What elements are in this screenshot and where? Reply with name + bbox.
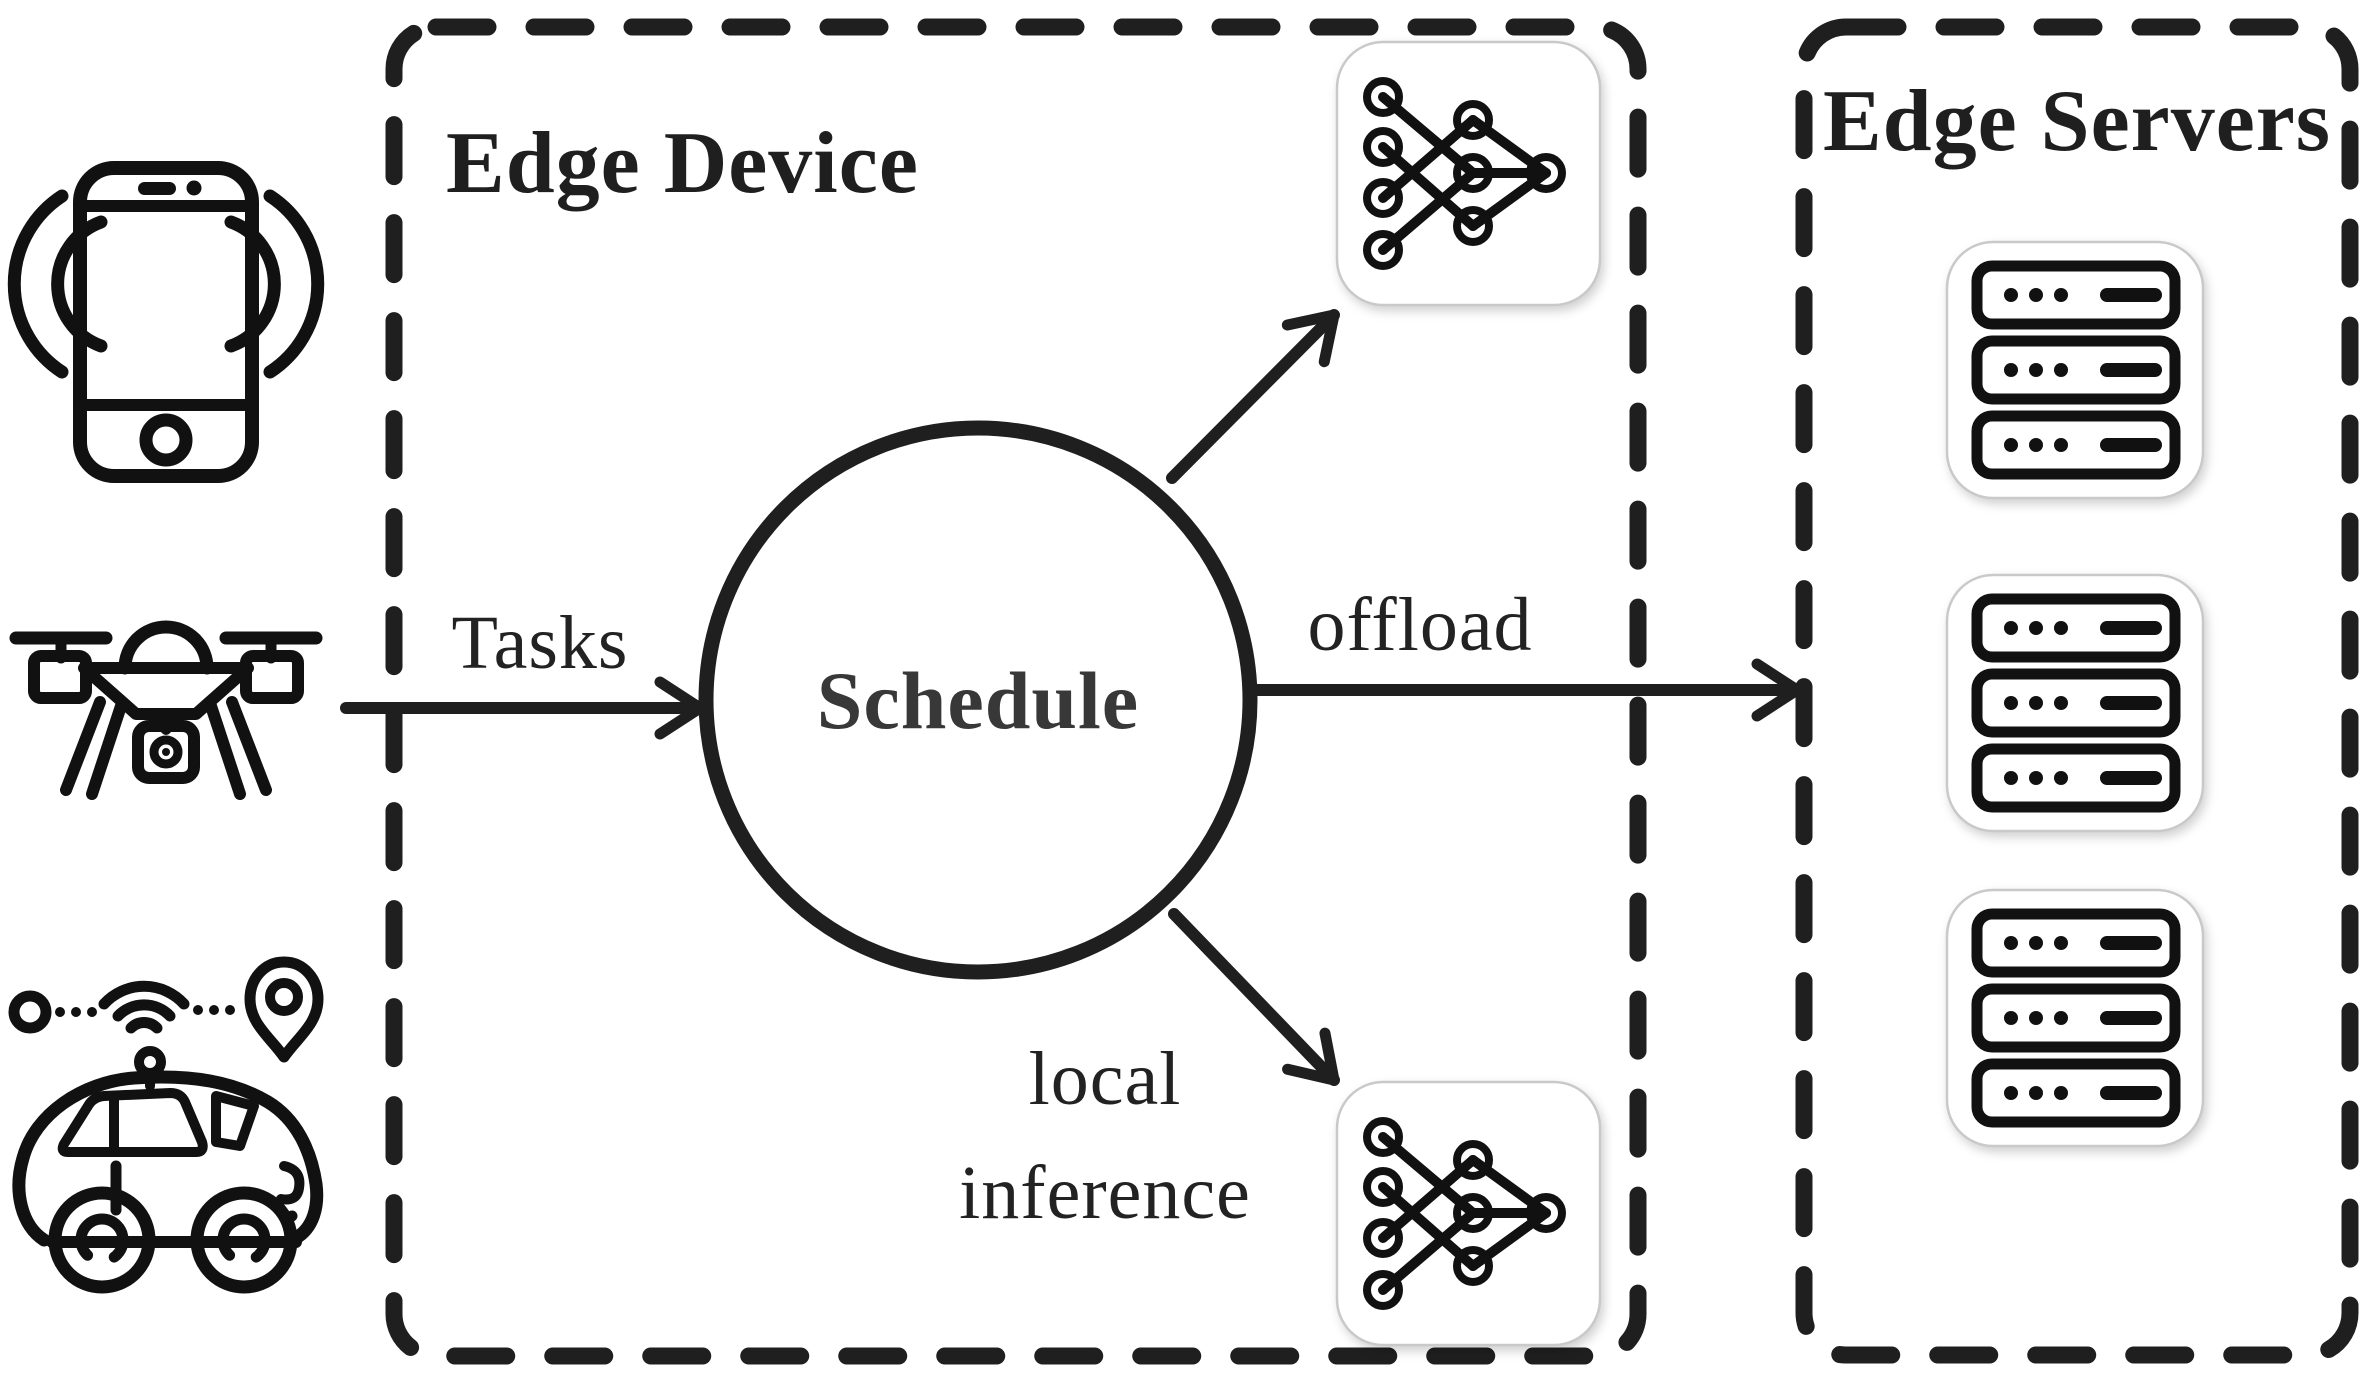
neural-network-card-bottom — [1335, 1080, 1602, 1347]
signal-dot-icon — [8, 990, 97, 1034]
edge-device-title: Edge Device — [446, 115, 919, 212]
local-inference-arrow — [1168, 908, 1340, 1086]
schedule-label: Schedule — [817, 655, 1139, 746]
local-inference-label-line2: inference — [959, 1151, 1251, 1235]
drone-icon — [9, 620, 323, 800]
car-body — [12, 1046, 324, 1294]
server-rack-card — [1945, 240, 2205, 500]
server-rack-card — [1945, 888, 2205, 1148]
edge-servers-box — [1795, 18, 2359, 1364]
local-inference-label-line1: local — [1029, 1037, 1182, 1121]
vibration-waves-icon — [7, 189, 325, 379]
neural-network-card-top — [1335, 40, 1602, 307]
smartphone-icon — [7, 161, 325, 483]
edge-device-box — [385, 18, 1647, 1365]
server-rack-card — [1945, 573, 2205, 833]
offload-up-arrow — [1166, 309, 1340, 484]
offload-label: offload — [1307, 583, 1532, 667]
schedule-node — [698, 420, 1258, 980]
edge-servers-title: Edge Servers — [1823, 73, 2331, 170]
location-pin-icon — [244, 956, 324, 1063]
tasks-label: Tasks — [451, 601, 628, 685]
wifi-icon — [98, 980, 190, 1034]
autonomous-car-icon — [8, 956, 324, 1294]
